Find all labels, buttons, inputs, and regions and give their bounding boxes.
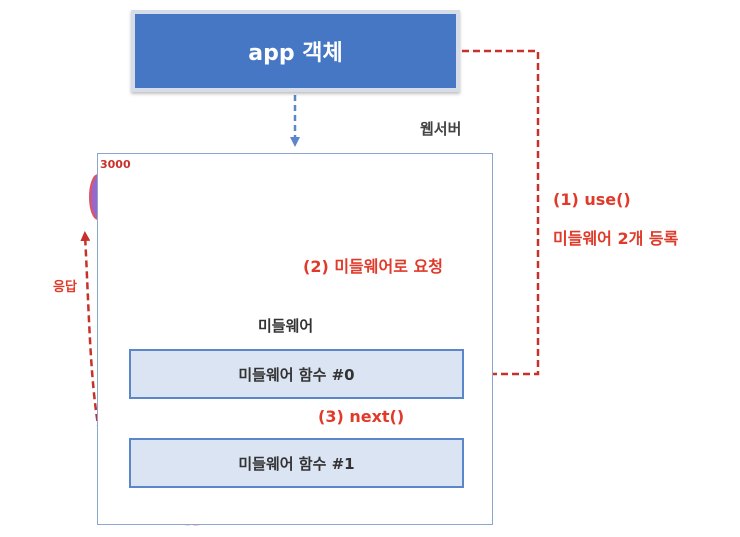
app-object-label: app 객체: [248, 41, 343, 66]
middleware-title: 미들웨어: [258, 317, 314, 335]
app-object-box: app 객체: [131, 10, 460, 92]
response-label: 응답: [53, 280, 77, 295]
register-label: 미들웨어 2개 등록: [553, 229, 679, 248]
request-label: (2) 미들웨어로 요청: [303, 257, 443, 276]
use-arrow: [462, 49, 540, 379]
middleware-function-1: 미들웨어 함수 #1: [129, 438, 464, 488]
middleware-function-0: 미들웨어 함수 #0: [129, 349, 464, 399]
next-label: (3) next(): [318, 407, 405, 426]
port-label: 3000: [100, 158, 131, 171]
middleware-function-1-label: 미들웨어 함수 #1: [238, 454, 355, 473]
use-label: (1) use(): [553, 190, 631, 209]
web-server-label: 웹서버: [420, 120, 462, 138]
middleware-function-0-label: 미들웨어 함수 #0: [238, 365, 355, 384]
